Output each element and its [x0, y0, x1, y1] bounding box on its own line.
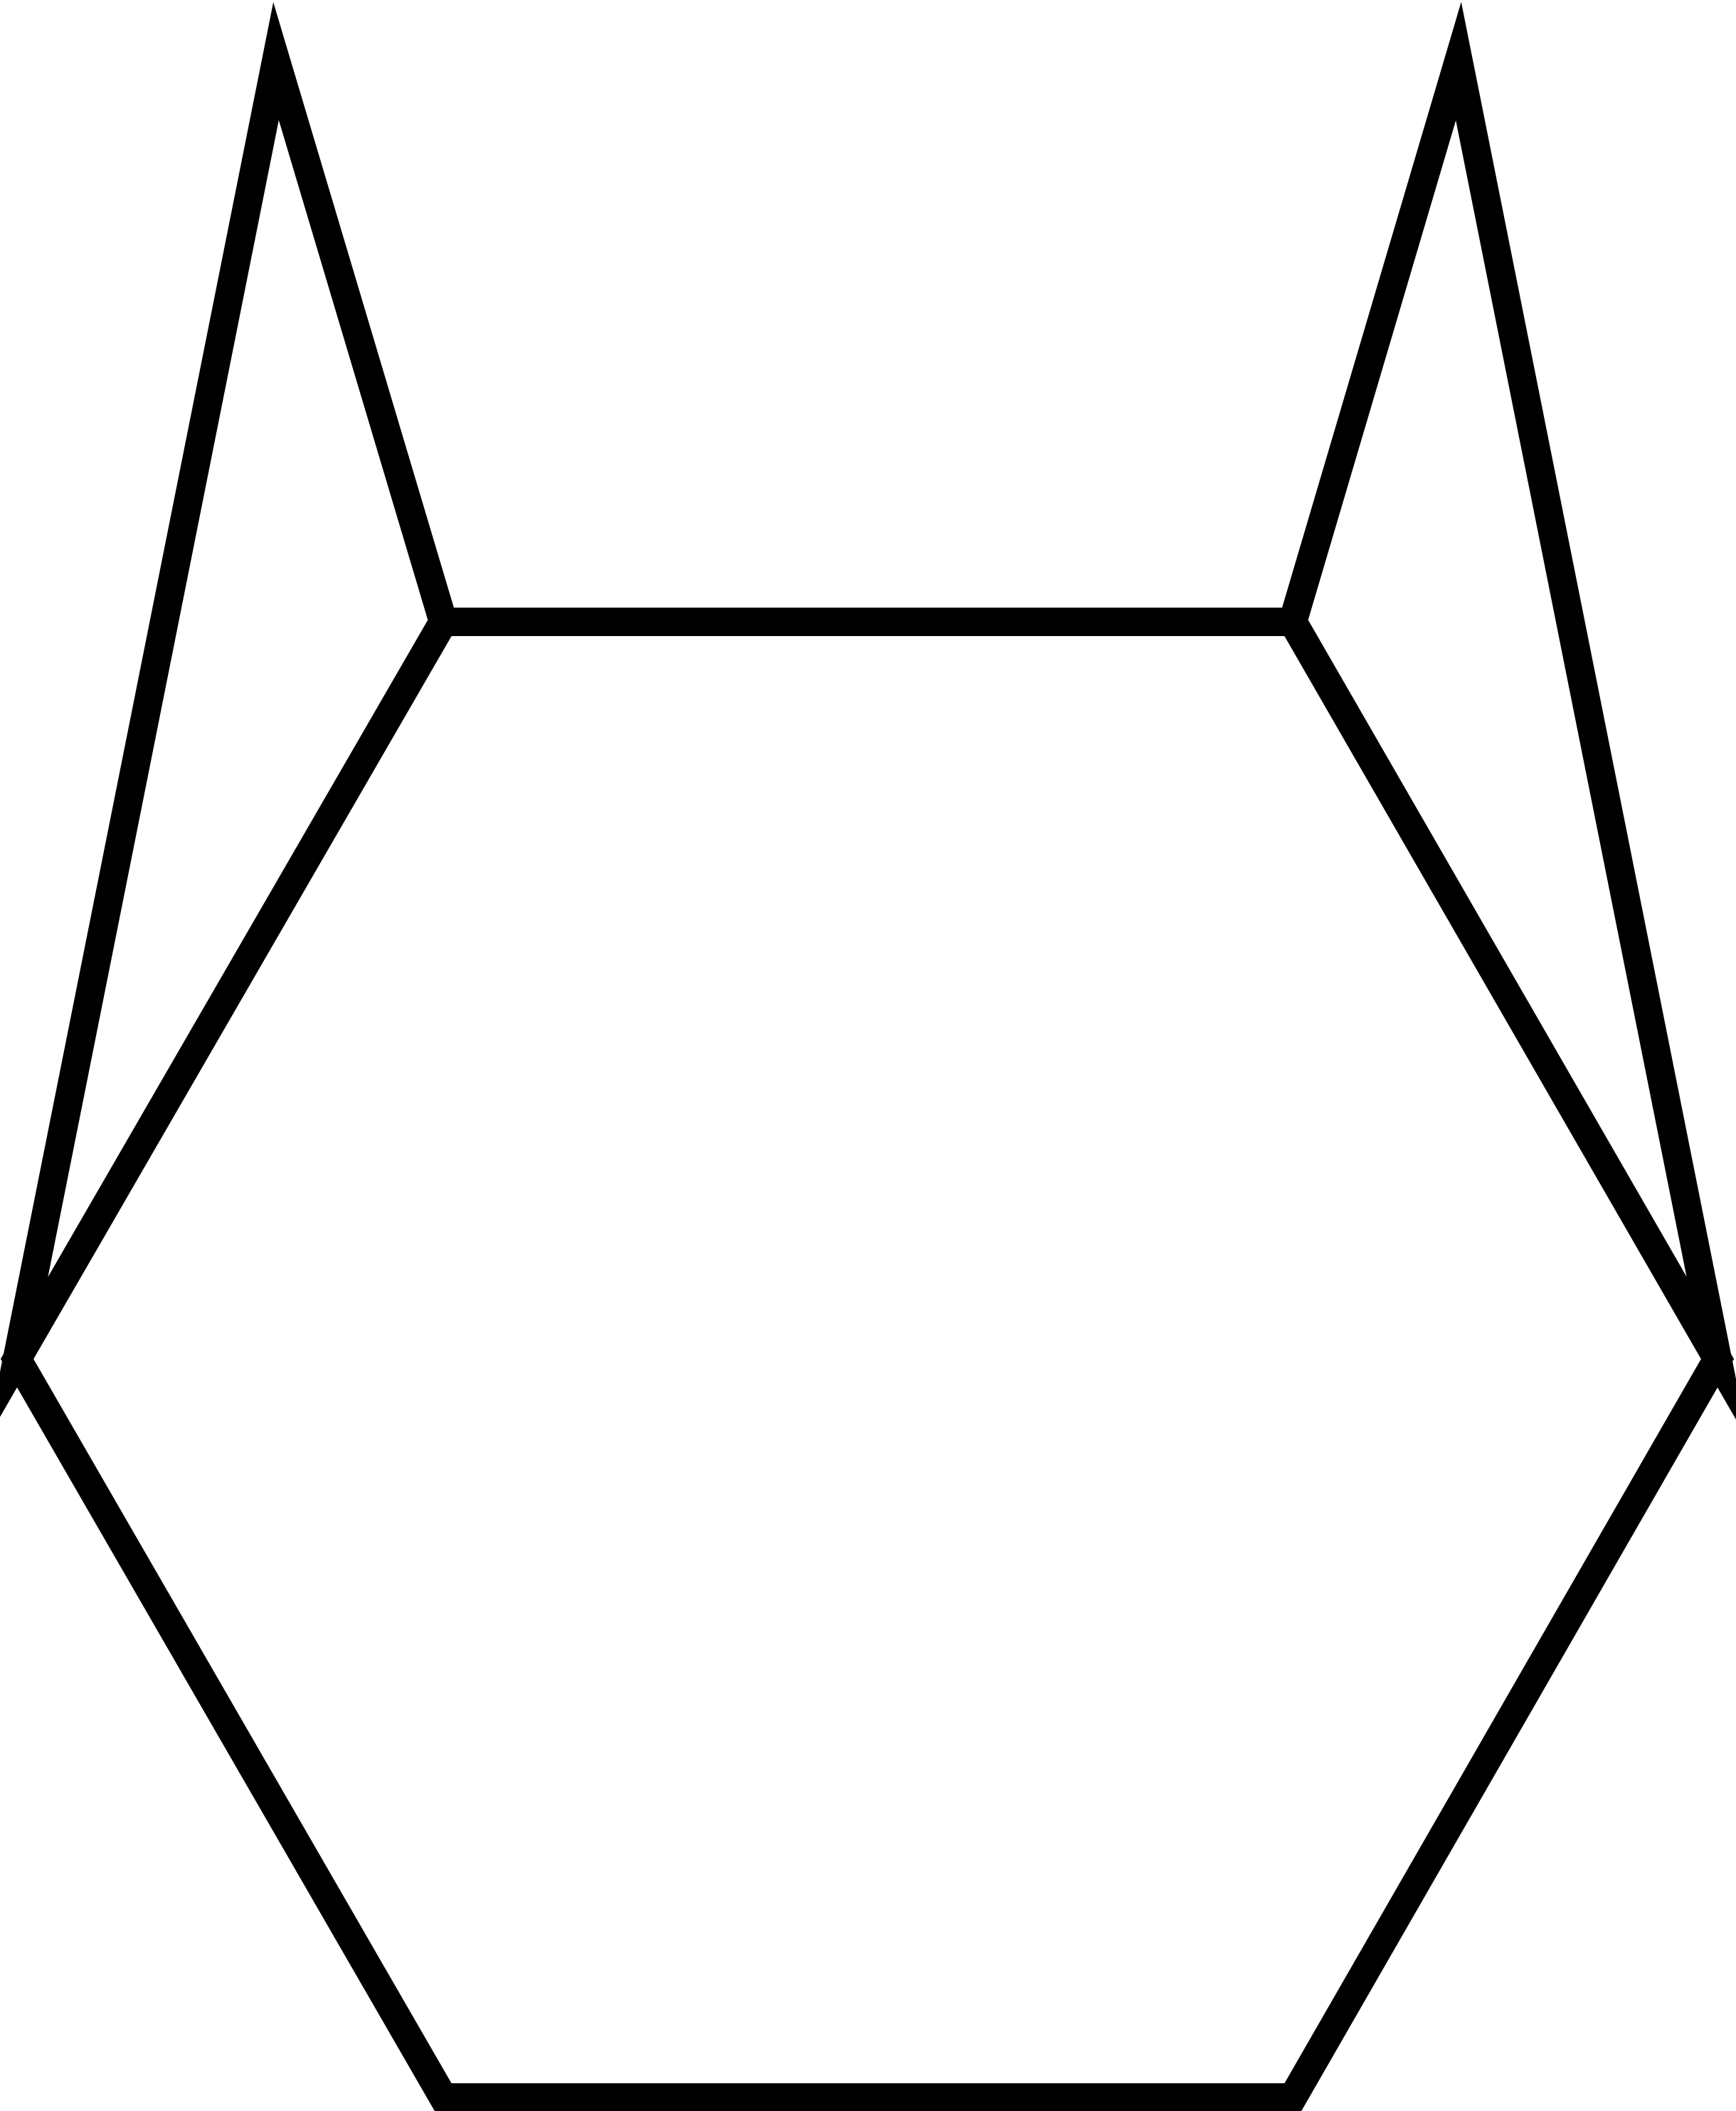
- left-ear-triangle: [0, 2, 459, 1417]
- right-ear-triangle: [1277, 1, 1736, 1420]
- hexagon-body: [0, 608, 1735, 2111]
